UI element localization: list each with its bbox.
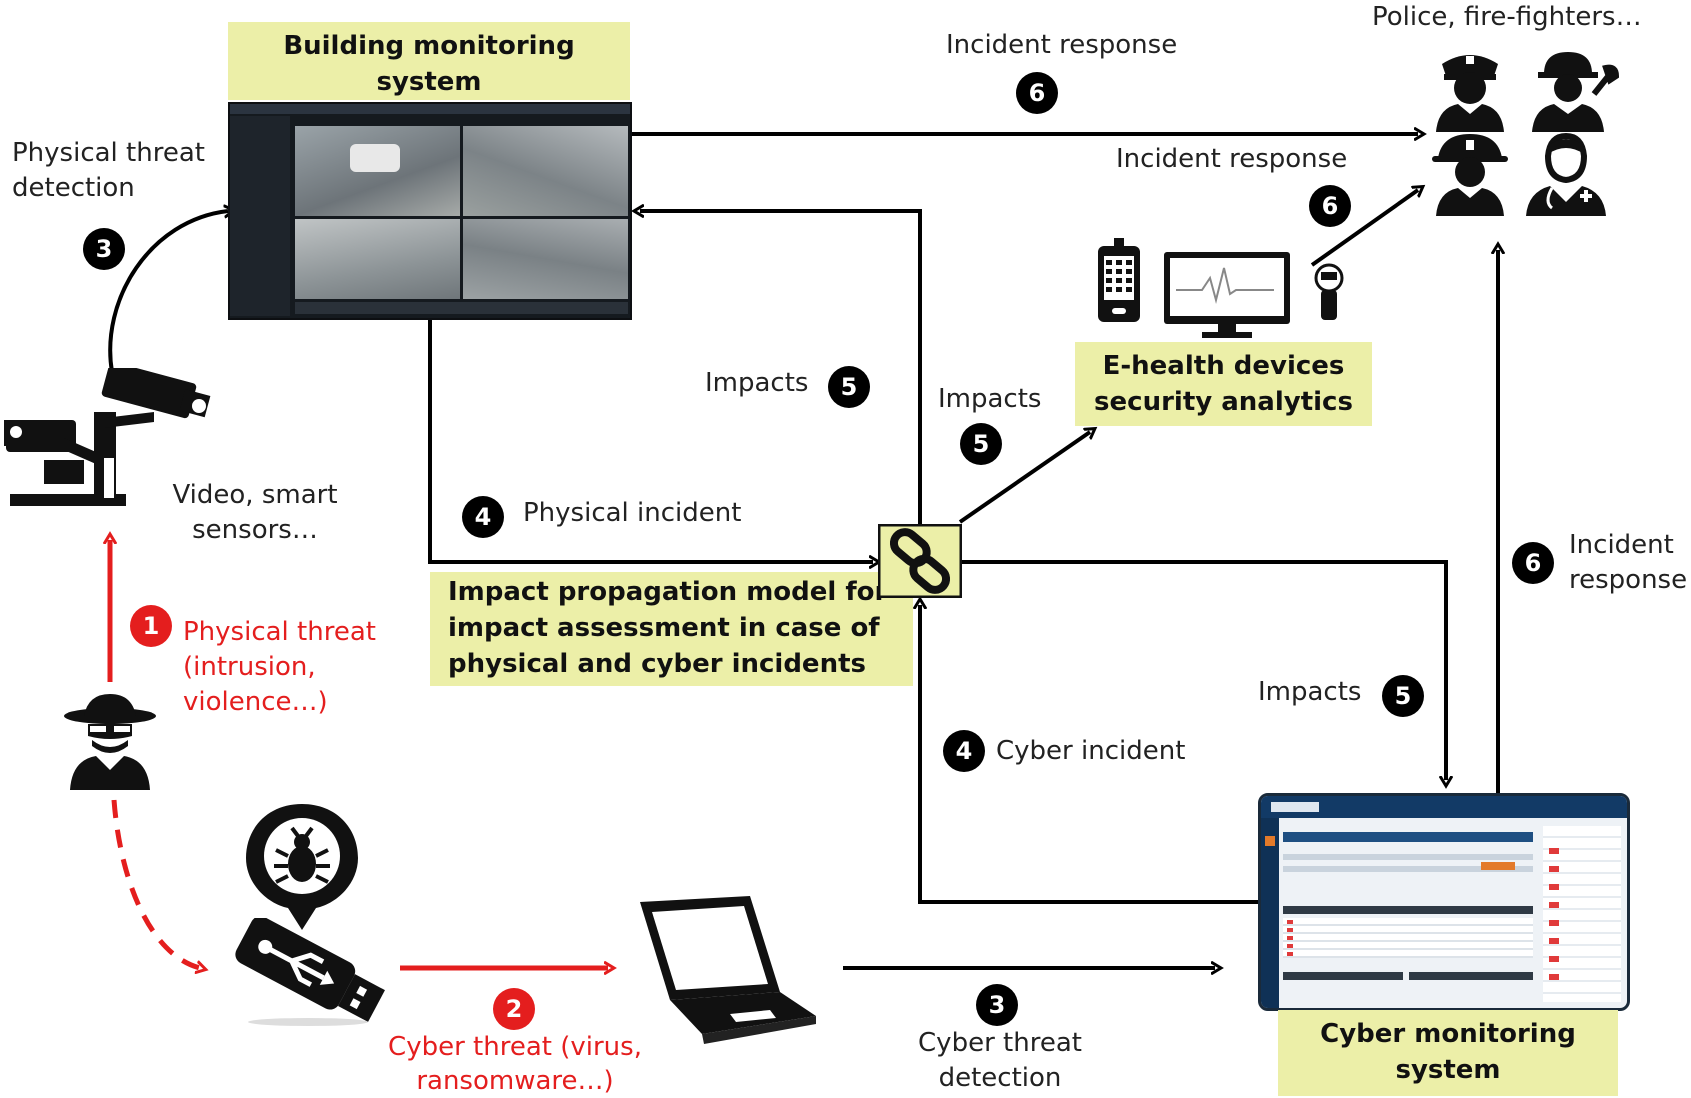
step-4-badge-physical: 4	[462, 496, 504, 538]
step-3-badge-cyber: 3	[976, 984, 1018, 1026]
bug-pin-icon	[246, 804, 358, 930]
step-5-badge-building: 5	[828, 366, 870, 408]
sensors-label: Video, smart sensors…	[172, 480, 338, 545]
step-1-badge: 1	[130, 605, 172, 647]
incident-response-mid-label: Incident response	[1116, 144, 1348, 174]
step-6-badge-mid: 6	[1309, 185, 1351, 227]
cyber-threat-label: Cyber threat (virus, ransomware…)	[388, 1032, 642, 1096]
cyber-monitoring-title: Cyber monitoring system	[1278, 1010, 1618, 1096]
cyber-incident-label: Cyber incident	[996, 736, 1186, 766]
step-6-badge-top: 6	[1016, 72, 1058, 114]
impacts-cyber-label: Impacts	[1258, 677, 1362, 707]
impact-model-box: Impact propagation model for impact asse…	[430, 572, 913, 686]
step-4-badge-cyber: 4	[943, 730, 985, 772]
building-monitoring-screenshot	[228, 102, 632, 320]
step-3-badge-physical: 3	[83, 228, 125, 270]
firefighter-icon	[1432, 134, 1508, 216]
doctor-icon	[1526, 132, 1606, 216]
building-monitoring-title: Building monitoring system	[228, 22, 630, 100]
usb-stick-icon	[235, 918, 385, 1026]
physical-incident-label: Physical incident	[523, 498, 742, 528]
hacker-icon	[64, 694, 156, 790]
ecg-monitor-icon	[1164, 252, 1290, 338]
cyber-threat-detection-label: Cyber threat detection	[918, 1028, 1082, 1093]
step-5-badge-cyber: 5	[1382, 675, 1424, 717]
step-6-badge-right: 6	[1512, 542, 1554, 584]
incident-response-right-label: Incident response	[1569, 530, 1688, 595]
step-2-badge: 2	[493, 988, 535, 1030]
laptop-icon	[640, 896, 816, 1044]
cyber-monitoring-screenshot	[1258, 793, 1630, 1011]
physical-threat-label: Physical threat (intrusion, violence…)	[183, 617, 376, 717]
smartphone-icon	[1098, 238, 1140, 322]
impacts-ehealth-label: Impacts	[938, 384, 1042, 414]
sensor-icon	[1314, 263, 1344, 320]
ehealth-analytics-box: E-health devices security analytics	[1075, 342, 1372, 426]
incident-response-top-label: Incident response	[946, 30, 1178, 60]
physical-threat-detection-label: Physical threat detection	[12, 138, 205, 203]
cctv-camera-icon	[4, 368, 211, 506]
police-icon	[1436, 55, 1504, 132]
step-5-badge-ehealth: 5	[960, 423, 1002, 465]
responders-label: Police, fire-fighters…	[1372, 2, 1642, 32]
link-icon	[878, 524, 962, 598]
impacts-building-label: Impacts	[705, 368, 809, 398]
worker-icon	[1532, 52, 1620, 132]
